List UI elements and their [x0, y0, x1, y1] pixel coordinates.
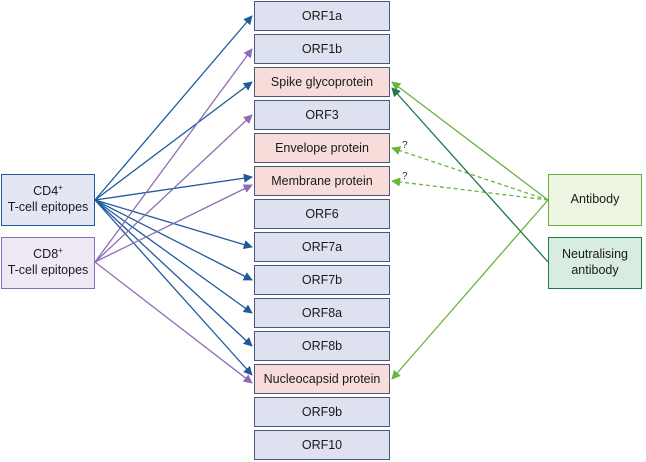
cd8-edge-orf3 [94, 114, 253, 263]
protein-label: ORF1b [301, 42, 343, 56]
protein-label: ORF8b [301, 339, 343, 353]
antibody-uncertain-edge-envelope-protein [391, 146, 549, 201]
cd8-edge-orf1b [94, 48, 253, 263]
cd4-edge-orf7b [94, 199, 253, 281]
protein-label: ORF9b [301, 405, 343, 419]
protein-label: ORF8a [301, 306, 343, 320]
protein-box-orf8b: ORF8b [254, 331, 390, 361]
cd4-edge-spike-glycoprotein [94, 81, 253, 201]
protein-box-envelope-protein: Envelope protein [254, 133, 390, 163]
antibody-box: Antibody [548, 174, 642, 226]
protein-label: ORF7a [301, 240, 343, 254]
protein-box-nucleocapsid-protein: Nucleocapsid protein [254, 364, 390, 394]
cd4-sublabel: T-cell epitopes [7, 200, 89, 214]
neutralising-edge-spike-glycoprotein [391, 87, 549, 263]
protein-label: ORF10 [301, 438, 343, 452]
cd4-label: CD4 [33, 184, 59, 199]
cd8-sublabel: T-cell epitopes [7, 263, 89, 277]
neutralising-sublabel: antibody [571, 263, 619, 277]
protein-box-orf7b: ORF7b [254, 265, 390, 295]
cd4-tcell-box: CD4+ T-cell epitopes [1, 174, 95, 226]
cd4-edge-orf8a [94, 199, 253, 314]
protein-box-orf1a: ORF1a [254, 1, 390, 31]
protein-box-orf10: ORF10 [254, 430, 390, 460]
neutralising-antibody-box: Neutralising antibody [548, 237, 642, 289]
cd4-superscript: + [58, 183, 63, 193]
protein-box-spike-glycoprotein: Spike glycoprotein [254, 67, 390, 97]
edges-layer [94, 15, 549, 384]
protein-box-orf1b: ORF1b [254, 34, 390, 64]
protein-label: ORF3 [305, 108, 339, 122]
protein-label: Spike glycoprotein [270, 75, 374, 89]
cd8-edge-nucleocapsid-protein [94, 261, 253, 384]
protein-box-orf6: ORF6 [254, 199, 390, 229]
antibody-edge-spike-glycoprotein [391, 81, 549, 201]
neutralising-label: Neutralising [561, 247, 628, 262]
protein-label: ORF7b [301, 273, 343, 287]
cd4-edge-nucleocapsid-protein [94, 199, 253, 376]
protein-label: Membrane protein [271, 174, 373, 188]
cd8-label: CD8 [33, 247, 59, 262]
protein-label: Envelope protein [275, 141, 369, 155]
cd8-superscript: + [58, 246, 63, 256]
antibody-uncertain-edge-membrane-protein [391, 177, 549, 201]
cd4-edge-orf1a [94, 15, 253, 201]
protein-box-orf9b: ORF9b [254, 397, 390, 427]
protein-box-orf7a: ORF7a [254, 232, 390, 262]
envelope-uncertain-mark: ? [402, 140, 408, 151]
protein-label: ORF6 [305, 207, 339, 221]
protein-box-membrane-protein: Membrane protein [254, 166, 390, 196]
protein-label: ORF1a [301, 9, 343, 23]
antibody-edge-nucleocapsid-protein [391, 199, 549, 380]
protein-box-orf8a: ORF8a [254, 298, 390, 328]
protein-box-orf3: ORF3 [254, 100, 390, 130]
membrane-uncertain-mark: ? [402, 171, 408, 182]
cd4-edge-orf8b [94, 199, 253, 347]
antibody-label: Antibody [570, 192, 620, 207]
cd8-tcell-box: CD8+ T-cell epitopes [1, 237, 95, 289]
protein-label: Nucleocapsid protein [263, 372, 381, 386]
cd8-edge-membrane-protein [94, 184, 253, 263]
